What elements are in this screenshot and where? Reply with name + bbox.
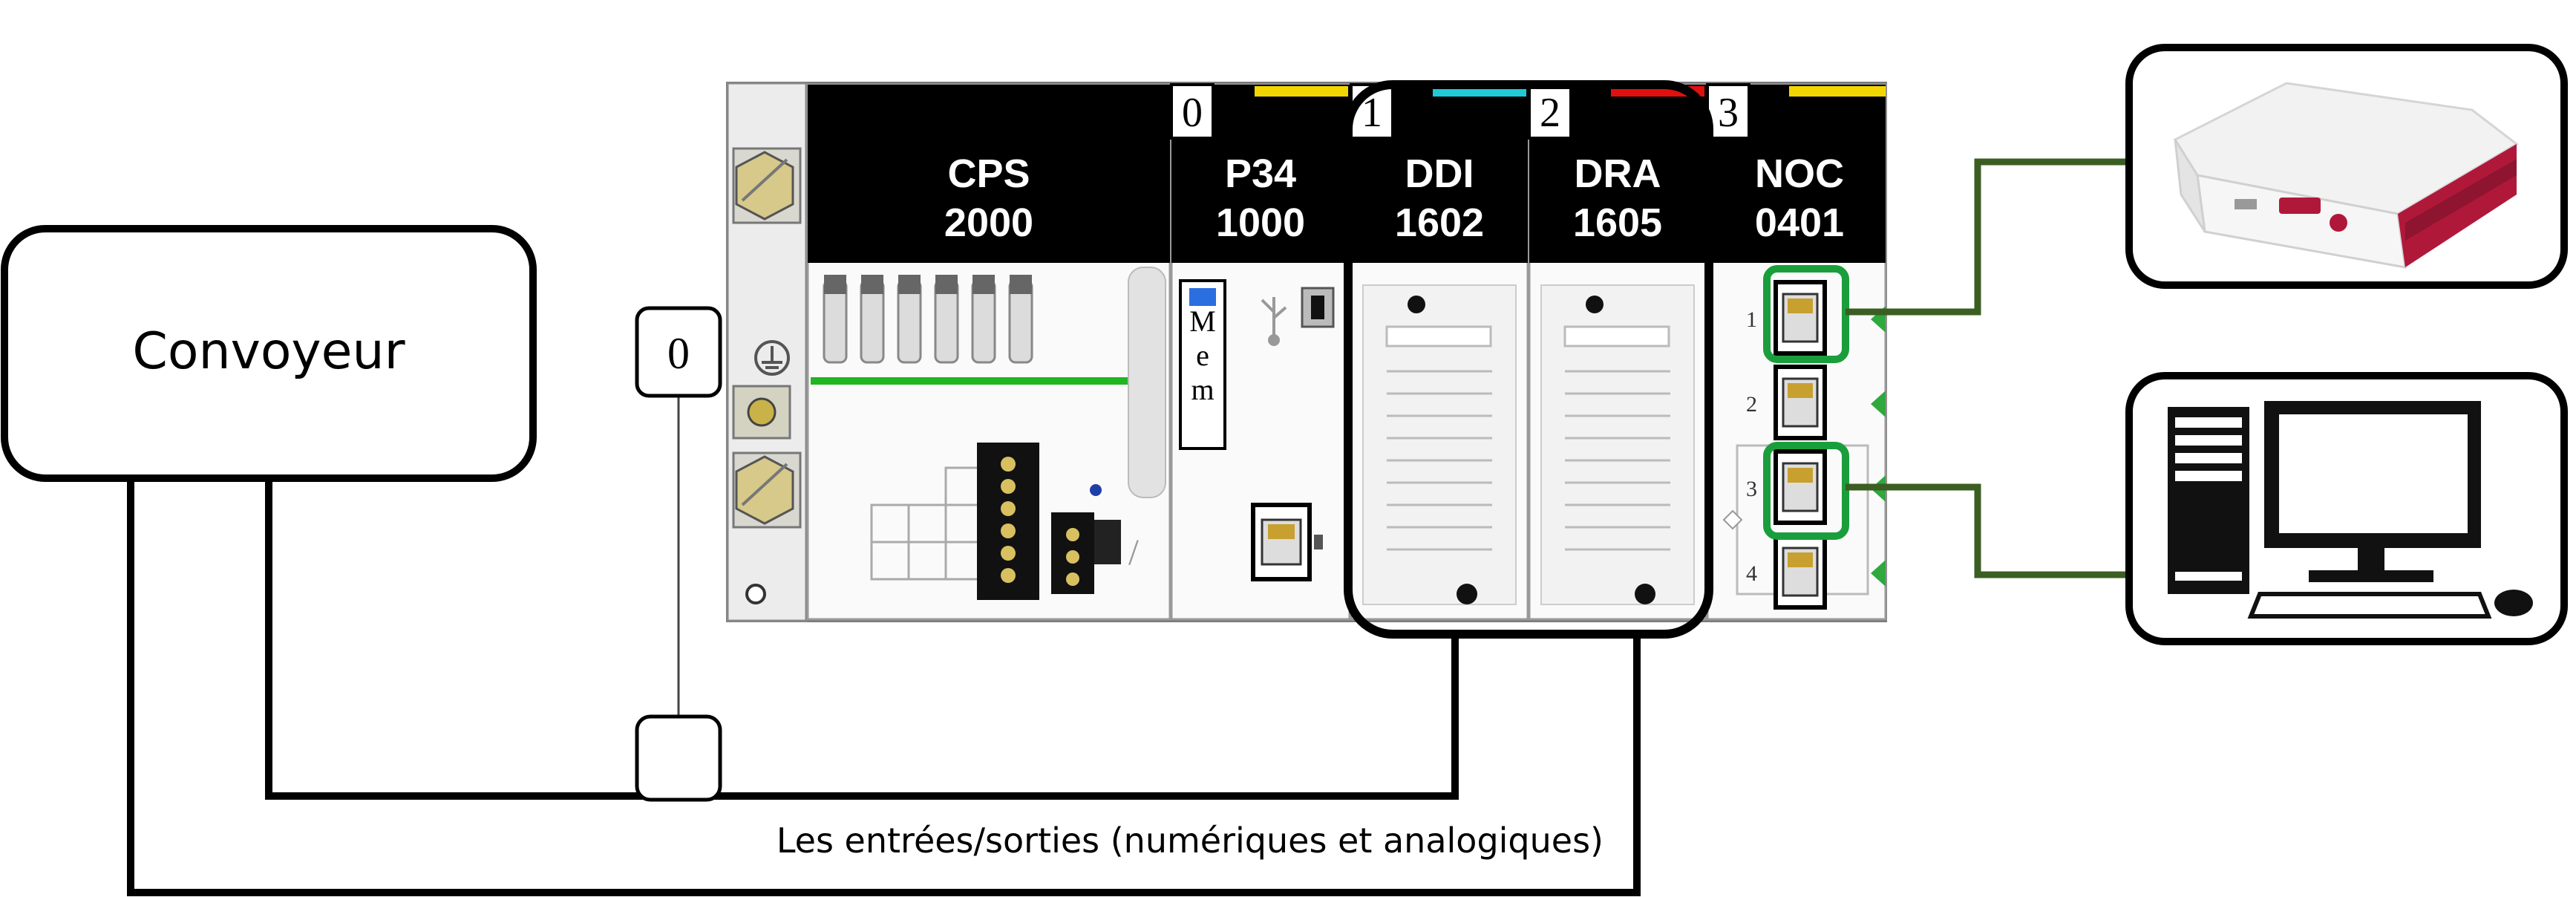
module-header xyxy=(808,85,1170,263)
mem-label-e: e xyxy=(1196,339,1209,372)
raspberry-pi-device[interactable] xyxy=(2125,44,2568,289)
module-code: 1602 xyxy=(1395,200,1484,245)
cps-status-bar xyxy=(811,377,1134,385)
module-code: 0401 xyxy=(1755,200,1844,245)
noc-port-2[interactable]: 2 xyxy=(1746,365,1886,440)
cps-terminal-block xyxy=(977,443,1039,600)
rack-leader-end xyxy=(635,714,722,802)
module-dra[interactable]: 2 DRA 1605 xyxy=(1528,83,1707,621)
module-code: 2000 xyxy=(944,200,1033,245)
svg-text:/: / xyxy=(1128,531,1139,573)
network-link-computer xyxy=(1846,483,2129,578)
io-wire-outer xyxy=(127,478,1641,896)
module-noc[interactable]: 3 NOC 0401 1 2 3 4 xyxy=(1706,83,1887,621)
port-3-highlight xyxy=(1763,442,1849,540)
desktop-computer-icon xyxy=(2168,401,2533,619)
module-stripe xyxy=(1789,86,1886,97)
ground-icon xyxy=(754,340,790,376)
port-number: 1 xyxy=(1746,307,1757,332)
port-number: 4 xyxy=(1746,561,1757,586)
slot-badge xyxy=(1528,83,1572,140)
slot-number: 2 xyxy=(1540,90,1560,136)
ethernet-port-icon[interactable] xyxy=(1251,503,1323,581)
mem-label-m: M xyxy=(1189,304,1216,338)
rack-badge xyxy=(635,306,722,398)
slot-badge xyxy=(1170,83,1215,140)
port-number: 3 xyxy=(1746,477,1757,501)
module-ddi[interactable]: 1 DDI 1602 xyxy=(1350,83,1529,621)
rack-left-bracket xyxy=(726,82,808,622)
module-name: NOC xyxy=(1755,151,1844,196)
module-name: P34 xyxy=(1225,151,1296,196)
module-name: DDI xyxy=(1405,151,1474,196)
module-p34[interactable]: 0 P34 1000 M e m xyxy=(1170,83,1351,621)
noc-port-3[interactable]: 3 xyxy=(1746,449,1886,525)
usb-port[interactable] xyxy=(1301,287,1335,328)
io-modules-highlight xyxy=(1344,80,1713,639)
module-code: 1000 xyxy=(1216,200,1305,245)
port-number: 2 xyxy=(1746,392,1757,417)
noc-port-4[interactable]: 4 xyxy=(1746,534,1886,610)
slot-number: 0 xyxy=(1182,90,1203,136)
io-wire-inner xyxy=(265,478,1459,800)
module-name: CPS xyxy=(947,151,1030,196)
module-cps[interactable]: CPS 2000 xyxy=(806,83,1171,621)
convoyeur-label: Convoyeur xyxy=(132,322,405,381)
raspberry-pi-case-icon xyxy=(2173,82,2519,269)
mem-label-m2: m xyxy=(1191,373,1214,406)
rack-badge-label: 0 xyxy=(667,329,690,378)
memory-card-slot[interactable]: M e m xyxy=(1179,279,1226,450)
usb-icon xyxy=(1261,297,1287,346)
slot-number: 3 xyxy=(1718,90,1739,136)
module-stripe xyxy=(1255,86,1348,97)
cps-fuses xyxy=(823,279,1033,364)
computer-device[interactable] xyxy=(2125,372,2568,645)
io-caption: Les entrées/sorties (numériques et analo… xyxy=(777,821,1604,861)
module-name: DRA xyxy=(1575,151,1661,196)
network-link-raspberry xyxy=(1846,158,2129,316)
noc-port-1[interactable]: 1 xyxy=(1746,280,1886,356)
cps-connector: / xyxy=(1051,484,1139,594)
module-code: 1605 xyxy=(1573,200,1662,245)
